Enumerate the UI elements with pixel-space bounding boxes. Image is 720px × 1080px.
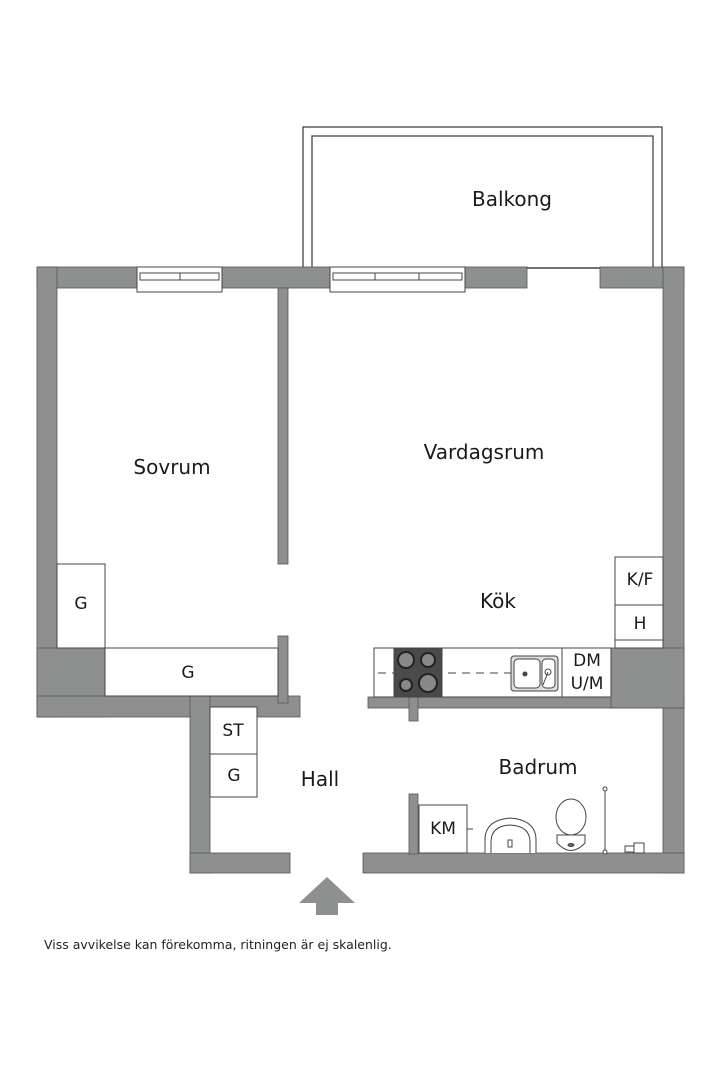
hall-storage	[209, 706, 258, 798]
room-label-living-room: Vardagsrum	[423, 440, 545, 464]
living-window	[329, 266, 466, 293]
disclaimer-text: Viss avvikelse kan förekomma, ritningen …	[44, 937, 392, 952]
kitchen-tall-units	[614, 556, 664, 649]
bedroom-wardrobes	[56, 563, 279, 697]
walls	[36, 266, 685, 874]
bathroom-fixtures	[418, 786, 645, 855]
room-label-bathroom: Badrum	[498, 755, 578, 779]
fixture-label-storage: ST	[222, 721, 244, 741]
entrance-arrow-icon	[299, 877, 355, 915]
fixture-label-wardrobe: G	[74, 594, 88, 614]
fixture-label-wardrobe: G	[181, 663, 195, 683]
fixture-label-microwave: U/M	[570, 674, 604, 694]
bedroom-window	[136, 266, 223, 293]
room-label-hall: Hall	[300, 767, 340, 791]
fixture-label-fridge-freezer: K/F	[626, 570, 654, 590]
room-label-kitchen: Kök	[480, 589, 516, 613]
room-label-balcony: Balkong	[471, 187, 553, 211]
room-label-bedroom: Sovrum	[133, 455, 211, 479]
fixture-label-dishwasher: DM	[573, 651, 601, 671]
kitchen-counter	[373, 647, 612, 698]
fixture-label-washing-machine: KM	[430, 819, 456, 839]
fixture-label-tall-cabinet: H	[633, 614, 647, 634]
fixture-label-wardrobe: G	[227, 766, 241, 786]
